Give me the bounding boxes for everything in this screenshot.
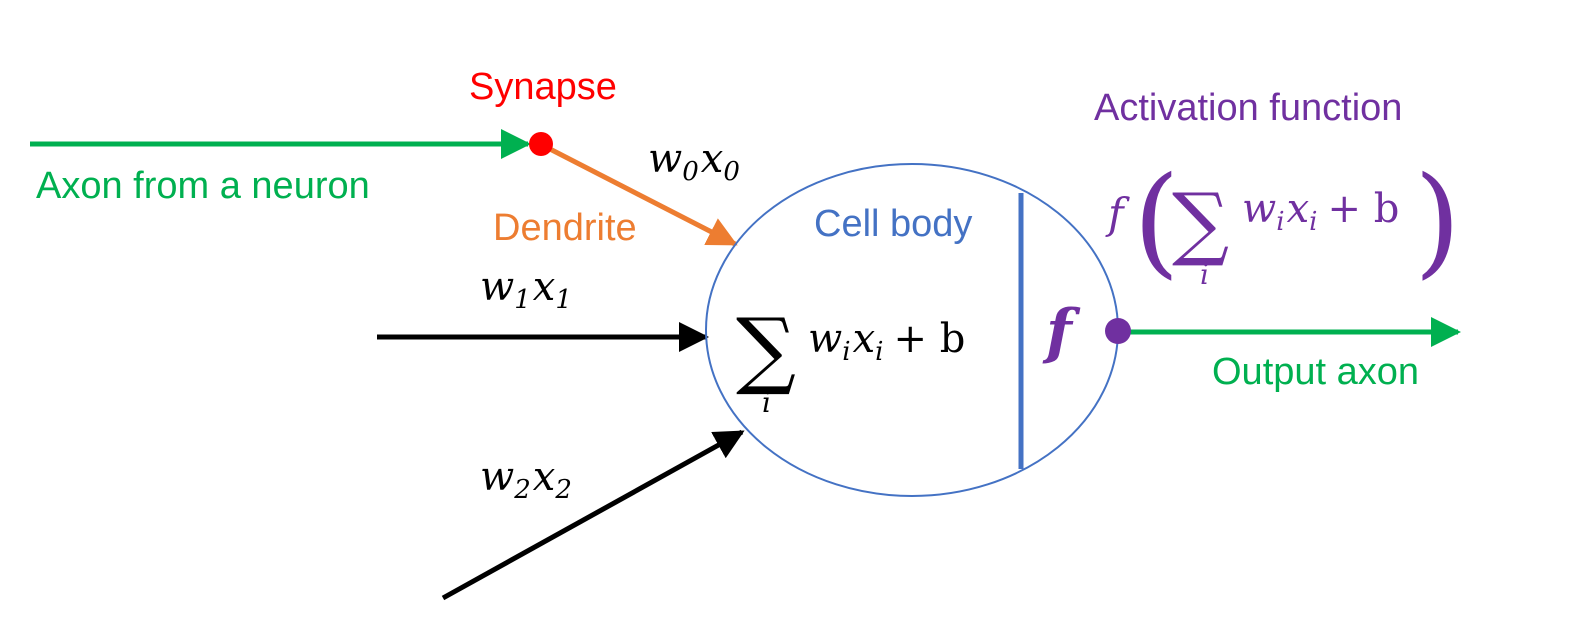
activation-func: f: [1105, 189, 1130, 238]
activation-sum-index: i: [1200, 258, 1209, 291]
cell-body-formula: ∑ i wixi+ b: [736, 300, 965, 419]
activation-function-label: Activation function: [1094, 87, 1402, 129]
output-dot: [1105, 318, 1131, 344]
cell-sum-symbol: ∑: [736, 300, 796, 398]
dendrite-line: [546, 145, 738, 247]
svg-text:w2x2: w2x2: [480, 454, 572, 505]
cell-body-label: Cell body: [814, 203, 972, 245]
axon-from-neuron-label: Axon from a neuron: [36, 165, 370, 207]
svg-text:wixi+ b: wixi+ b: [808, 316, 965, 367]
svg-text:w1x1: w1x1: [480, 264, 572, 315]
input-1-weight-label: w1x1: [480, 264, 572, 315]
input-0-weight-label: w0x0: [648, 136, 740, 187]
activation-sum-symbol: ∑: [1172, 176, 1229, 269]
input-2-weight-label: w2x2: [480, 454, 572, 505]
activation-close-paren: ): [1414, 152, 1461, 291]
svg-text:w0x0: w0x0: [648, 136, 740, 187]
input-2-arrow: [441, 429, 745, 601]
activation-open-paren: (: [1133, 152, 1180, 291]
cell-sum-index: i: [762, 386, 771, 419]
output-axon-label: Output axon: [1212, 351, 1419, 393]
activation-symbol: f: [1042, 297, 1081, 367]
synapse-label: Synapse: [469, 66, 617, 108]
synapse-dot: [529, 132, 553, 156]
activation-formula: f ( ∑ i wixi+ b ): [1105, 152, 1461, 291]
svg-text:wixi+ b: wixi+ b: [1242, 186, 1399, 237]
dendrite-label: Dendrite: [493, 207, 637, 249]
